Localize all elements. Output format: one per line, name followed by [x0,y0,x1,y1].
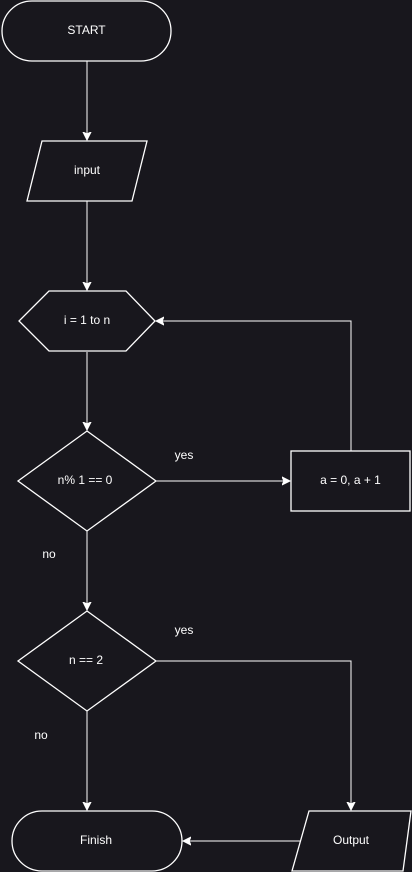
input-label: input [74,163,101,177]
condition1-node[interactable]: n% 1 == 0 [16,430,158,532]
loop-hexagon-shape [18,290,156,352]
cond1-yes-label: yes [175,448,194,462]
finish-label: Finish [80,833,112,847]
cond2-no-label: no [34,728,48,742]
assign-label: a = 0, a + 1 [320,473,381,487]
finish-node[interactable]: Finish [11,810,183,872]
condition2-label: n == 2 [69,653,103,667]
edge-assign-back-to-loop [156,321,352,451]
condition1-diamond-shape [16,430,158,532]
edges [87,61,351,841]
cond1-no-label: no [42,547,56,561]
start-terminator-shape [1,0,172,62]
loop-label: i = 1 to n [64,313,110,327]
input-node[interactable]: input [26,140,148,202]
assign-process-shape [290,450,411,512]
loop-node[interactable]: i = 1 to n [18,290,156,352]
input-parallelogram-shape [26,140,148,202]
assign-node[interactable]: a = 0, a + 1 [290,450,411,512]
output-node[interactable]: Output [291,810,412,872]
output-label: Output [333,833,370,847]
start-node[interactable]: START [1,0,172,62]
cond2-yes-label: yes [175,623,194,637]
start-label: START [67,23,106,37]
condition1-label: n% 1 == 0 [58,473,113,487]
edge-cond2-yes-to-output [156,660,351,810]
condition2-diamond-shape [16,610,158,712]
output-parallelogram-shape [291,810,412,872]
condition2-node[interactable]: n == 2 [16,610,158,712]
finish-terminator-shape [11,810,183,872]
edge-labels: yes no yes no [34,448,193,742]
